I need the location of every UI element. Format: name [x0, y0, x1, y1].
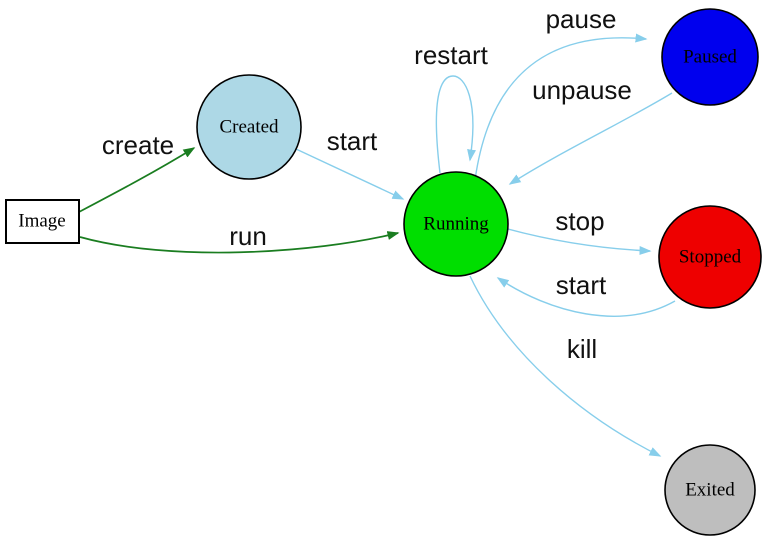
nodes-layer: Image Created Running Paused Stopped Exi…	[5, 8, 762, 536]
edge-kill-arrow	[469, 275, 662, 457]
node-label-exited: Exited	[685, 480, 735, 501]
edge-label-pause: pause	[546, 4, 617, 34]
edge-start-stopped-running-arrow	[496, 277, 676, 317]
edge-label-run: run	[229, 221, 267, 251]
edge-run-arrow	[79, 231, 400, 254]
edge-unpause-arrow	[508, 92, 673, 185]
node-label-image: Image	[18, 211, 65, 232]
node-stopped: Stopped	[658, 205, 762, 309]
edge-label-stop: stop	[555, 206, 604, 236]
edge-create-arrow	[78, 147, 196, 213]
created-circle	[196, 74, 302, 180]
edge-label-create: create	[102, 130, 174, 160]
node-label-paused: Paused	[683, 47, 737, 68]
node-label-created: Created	[219, 117, 279, 138]
edge-label-restart: restart	[414, 40, 488, 70]
edge-label-kill: kill	[567, 334, 597, 364]
edge-label-start-created-running: start	[327, 126, 378, 156]
edge-labels-layer: create run start restart pause unpause s…	[102, 4, 632, 364]
edge-pause-arrow	[474, 33, 648, 181]
edge-restart-selfloop-arrow	[435, 75, 477, 174]
exited-circle	[664, 444, 756, 536]
running-circle	[403, 171, 509, 277]
node-image: Image	[5, 199, 80, 244]
edge-label-start-stopped-running: start	[556, 270, 607, 300]
image-box-shape	[5, 199, 80, 244]
edge-label-unpause: unpause	[532, 75, 632, 105]
node-label-stopped: Stopped	[679, 247, 742, 268]
edges-layer	[78, 33, 676, 457]
paused-circle	[661, 8, 759, 106]
stopped-circle	[658, 205, 762, 309]
node-created: Created	[196, 74, 302, 180]
edge-stop-arrow	[507, 228, 652, 255]
node-paused: Paused	[661, 8, 759, 106]
edge-start-created-running-arrow	[295, 148, 405, 200]
node-exited: Exited	[664, 444, 756, 536]
node-running: Running	[403, 171, 509, 277]
node-label-running: Running	[423, 214, 489, 235]
